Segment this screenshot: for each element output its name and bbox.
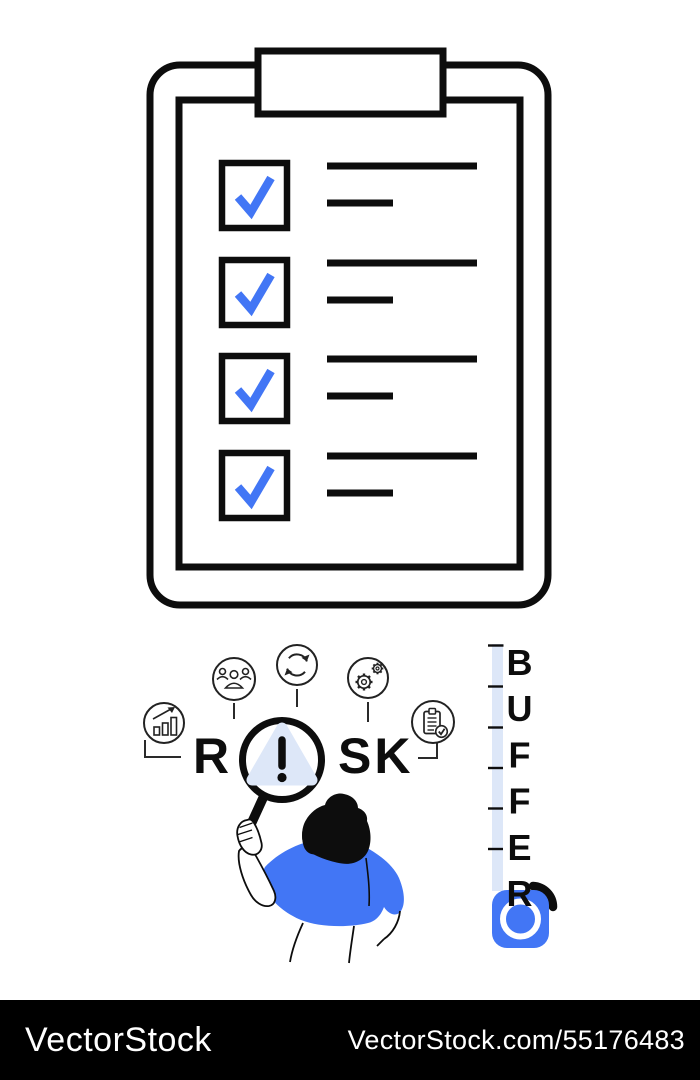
risk-letters-sk: SK [338,728,413,784]
watermark-bar: VectorStock VectorStock.com/55176483 [0,1000,700,1080]
team-icon [212,657,256,701]
tape-ticks [488,644,504,851]
image-credit-url: VectorStock.com/55176483 [347,1024,685,1055]
tape-reel-icon [500,898,541,940]
clipboard-check-icon [411,700,455,744]
buffer-label: BUFFER [499,642,540,920]
connector-lines [144,689,438,759]
person-hair [302,793,371,864]
bar-chart-icon [143,702,185,744]
checklist-row [218,256,477,329]
checkmark-icon [234,465,275,510]
checklist [218,159,477,522]
checkbox [218,352,291,425]
checkbox [218,256,291,329]
clipboard-clip [254,47,447,118]
risk-letter-r: R [193,728,229,784]
checkmark-icon [234,272,275,317]
checklist-row [218,449,477,522]
checkmark-icon [234,368,275,413]
tape-measure [488,644,558,948]
risk-diagram: R SK [143,644,455,838]
checkbox [218,159,291,232]
illustration-stage: R SK [143,47,558,964]
clipboard [146,47,552,609]
exclamation-dot [277,772,287,783]
person-hand [236,818,263,856]
checkbox [218,449,291,522]
refresh-icon [276,644,318,686]
checkmark-icon [234,175,275,220]
checklist-row [218,159,477,232]
risk-buffer-illustration: R SK [143,47,558,964]
tape-hook [528,881,558,912]
person-outlines [289,910,401,964]
person [236,793,404,964]
vectorstock-logo: VectorStock [25,1020,212,1059]
shirt-crease [365,857,371,907]
checklist-row [218,352,477,425]
gears-icon [347,657,389,699]
